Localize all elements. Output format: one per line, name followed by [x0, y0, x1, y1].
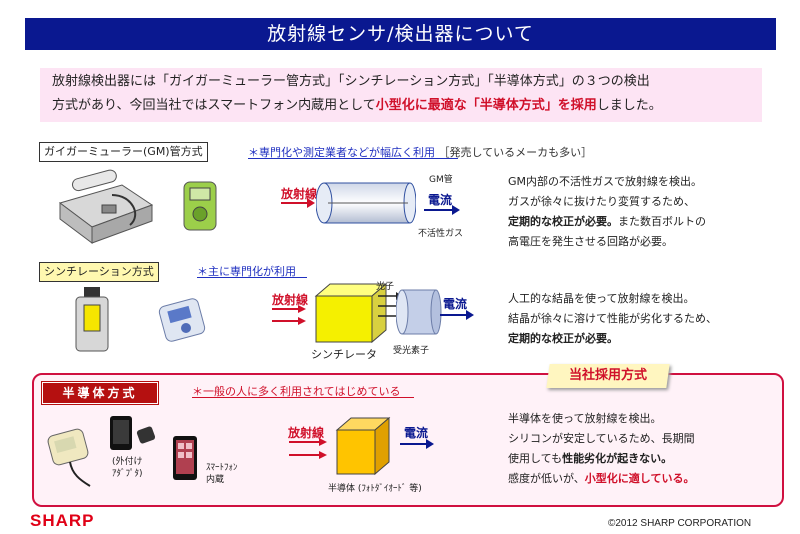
semi-note: ＊一般の人に多く利用されてはじめている	[192, 385, 401, 398]
copyright: ©2012 SHARP CORPORATION	[608, 518, 752, 529]
scint-current-label: 電流	[443, 297, 468, 311]
semi-desc-line: シリコンが安定しているため、長期間	[508, 432, 695, 445]
semi-tag: 半導体方式	[42, 382, 158, 404]
receiver-label: 受光素子	[393, 346, 430, 356]
gm-meter-illustration	[58, 169, 154, 244]
adopted-badge: 当社採用方式	[568, 368, 647, 383]
gm-desc-line: 高電圧を発生させる回路が必要。	[508, 235, 673, 248]
intro-line-2a: 方式があり、今回当社ではスマートフォン内蔵用として	[52, 98, 376, 113]
scint-radiation-label: 放射線	[272, 293, 309, 307]
intro-line-1: 放射線検出器には「ガイガーミューラー管方式」「シンチレーション方式」「半導体方式…	[52, 74, 650, 89]
scint-note-underline	[197, 277, 307, 278]
gm-tube-label: GM管	[429, 175, 453, 185]
scint-desc-line: 定期的な校正が必要。	[508, 332, 618, 345]
intro-line-2c: しました。	[596, 98, 662, 113]
semi-radiation-arrows	[289, 438, 327, 459]
scint-desc-line: 結晶が徐々に溶けて性能が劣化するため、	[508, 312, 717, 325]
gm-note-underline	[248, 158, 458, 159]
semi-desc-line: 半導体を使って放射線を検出。	[508, 412, 662, 425]
scint-description: 人工的な結晶を使って放射線を検出。 結晶が徐々に溶けて性能が劣化するため、 定期…	[508, 289, 778, 349]
gm-handheld-illustration	[183, 181, 217, 231]
gm-tube	[316, 182, 416, 224]
semi-adapter-phone-illustration	[110, 416, 156, 450]
gm-desc-bold: 定期的な校正が必要。	[508, 215, 618, 228]
gm-description: GM内部の不活性ガスで放射線を検出。 ガスが徐々に抜けたり変質するため、 定期的…	[508, 172, 778, 252]
semi-desc-line: 使用しても性能劣化が起きない。	[508, 449, 778, 469]
smartphone-illustration	[173, 436, 197, 480]
semi-dosimeter-illustration	[47, 428, 91, 487]
smartphone-label-line: 内蔵	[206, 475, 225, 485]
scint-handheld-illustration	[158, 298, 206, 342]
adapter-label-line: ｱﾀﾞﾌﾟﾀ)	[112, 469, 143, 479]
gm-gas-label: 不活性ガス	[418, 229, 464, 239]
gm-label: ガイガーミューラー(GM)管方式	[39, 142, 208, 162]
scint-note: ＊主に専門化が利用	[197, 265, 296, 278]
smartphone-label: ｽﾏｰﾄﾌｫﾝ 内蔵	[206, 462, 238, 486]
photodetector-cylinder	[396, 289, 442, 335]
intro-highlight: 小型化に最適な「半導体方式」を採用	[375, 98, 597, 113]
semi-desc-text: 感度が低いが、	[508, 472, 585, 485]
gm-desc-line: ガスが徐々に抜けたり変質するため、	[508, 195, 695, 208]
scintillator-crystal	[314, 282, 388, 344]
gm-radiation-arrow	[281, 198, 315, 208]
gm-desc-text: また数百ボルトの	[618, 215, 706, 228]
gm-current-arrow	[424, 205, 460, 215]
scint-meter-illustration	[75, 287, 109, 352]
gm-desc-line: GM内部の不活性ガスで放射線を検出。	[508, 175, 703, 188]
semi-current-arrow	[400, 439, 434, 449]
semiconductor-label: 半導体 (ﾌｫﾄﾀﾞｲｵｰﾄﾞ 等)	[328, 484, 422, 494]
gm-current-label: 電流	[428, 193, 453, 207]
scint-photon-label: 光子	[376, 282, 395, 292]
scint-radiation-arrows	[272, 305, 306, 325]
smartphone-label-line: ｽﾏｰﾄﾌｫﾝ	[206, 463, 238, 473]
semi-desc-text: 使用しても	[508, 452, 563, 465]
scintillator-label: シンチレータ	[311, 348, 377, 361]
gm-desc-line: 定期的な校正が必要。また数百ボルトの	[508, 212, 778, 232]
scint-label: シンチレーション方式	[39, 262, 159, 282]
adapter-label-line: (外付け	[112, 457, 143, 467]
semiconductor-cube	[335, 416, 391, 476]
scint-desc-line: 人工的な結晶を使って放射線を検出。	[508, 292, 695, 305]
semi-note-underline	[192, 397, 414, 398]
sharp-logo: SHARP	[30, 511, 95, 530]
scint-current-arrow	[440, 310, 474, 320]
gm-note-sub: ［発売しているメーカも多い］	[438, 146, 593, 159]
semi-description: 半導体を使って放射線を検出。 シリコンが安定しているため、長期間 使用しても性能…	[508, 409, 778, 489]
gm-note: ＊専門化や測定業者などが幅広く利用 ［発売しているメーカも多い］	[248, 144, 592, 160]
adapter-label: (外付け ｱﾀﾞﾌﾟﾀ)	[112, 456, 143, 480]
page-title: 放射線センサ/検出器について	[25, 18, 776, 50]
semi-desc-bold: 性能劣化が起きない。	[562, 452, 673, 465]
gm-note-main: ＊専門化や測定業者などが幅広く利用	[248, 146, 435, 159]
semi-current-label: 電流	[404, 426, 429, 440]
gm-radiation-label: 放射線	[281, 187, 318, 201]
intro-line-2: 方式があり、今回当社ではスマートフォン内蔵用として小型化に最適な「半導体方式」を…	[52, 94, 750, 118]
semi-desc-red: 小型化に適している。	[584, 472, 695, 485]
semi-radiation-label: 放射線	[288, 426, 325, 440]
intro-text: 放射線検出器には「ガイガーミューラー管方式」「シンチレーション方式」「半導体方式…	[40, 68, 762, 122]
semi-desc-line: 感度が低いが、小型化に適している。	[508, 469, 778, 489]
